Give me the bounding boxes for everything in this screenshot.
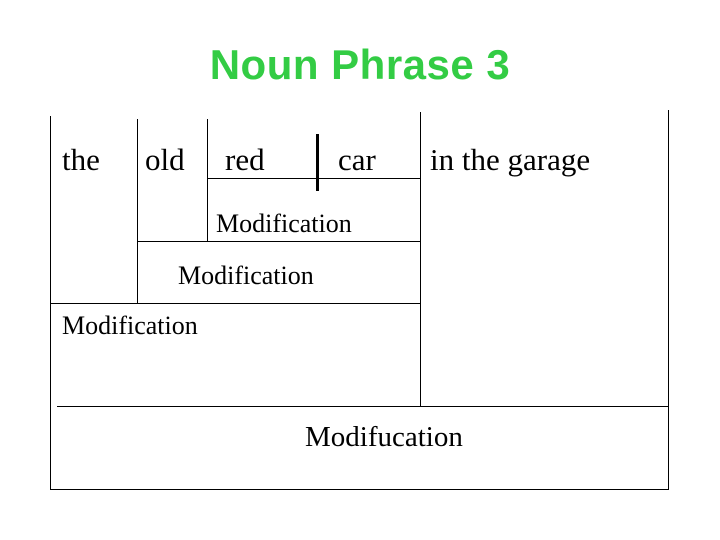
phrase-word-the: the — [62, 142, 100, 177]
bracket-level-4-divider — [57, 406, 669, 407]
bracket-outer-bottom-edge — [50, 489, 669, 490]
bracket-level-3-divider — [50, 303, 421, 304]
bracket-level-1-divider — [207, 178, 421, 179]
phrase-word-in-the-garage: in the garage — [430, 142, 591, 177]
modification-label-level-4: Modifucation — [305, 421, 463, 453]
bracket-head-noun-right-edge — [420, 112, 421, 407]
bracket-adjective-2-car-divider — [316, 134, 319, 191]
modification-label-level-3: Modification — [62, 311, 198, 340]
phrase-word-old: old — [145, 142, 185, 177]
bracket-outer-right-edge — [668, 110, 669, 490]
bracket-level-2-divider — [137, 241, 421, 242]
page-title: Noun Phrase 3 — [209, 41, 511, 88]
bracket-adjective-1-right-edge — [207, 119, 208, 242]
modification-label-level-1: Modification — [216, 209, 352, 238]
modification-label-level-2: Modification — [178, 261, 314, 290]
phrase-word-car: car — [338, 142, 376, 177]
bracket-determiner-right-edge — [137, 119, 138, 304]
phrase-word-red: red — [225, 142, 265, 177]
